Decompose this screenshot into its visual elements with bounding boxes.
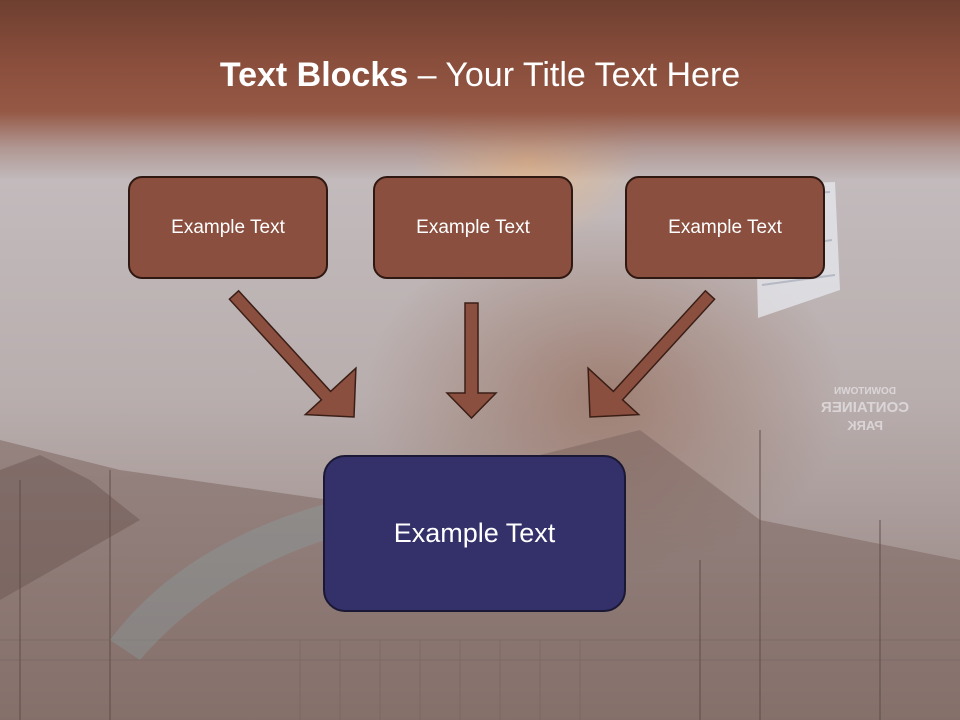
title-band — [0, 0, 960, 180]
sign-line-1: DOWNTOWN — [834, 386, 896, 397]
slide-title: Text Blocks – Your Title Text Here — [0, 52, 960, 98]
title-rest-part: Your Title Text Here — [445, 56, 741, 94]
text-block-3-label: Example Text — [668, 216, 782, 238]
text-block-2-label: Example Text — [416, 216, 530, 238]
text-block-1-label: Example Text — [171, 216, 285, 238]
target-block-label: Example Text — [393, 518, 556, 548]
target-block[interactable]: Example Text — [323, 455, 626, 612]
title-separator: – — [408, 56, 446, 94]
text-block-1[interactable]: Example Text — [128, 176, 328, 279]
text-block-2[interactable]: Example Text — [373, 176, 573, 279]
text-block-3[interactable]: Example Text — [625, 176, 825, 279]
title-bold-part: Text Blocks — [219, 56, 409, 94]
sign-line-2: CONTAINER — [821, 399, 909, 416]
sign-line-3: PARK — [846, 418, 882, 433]
